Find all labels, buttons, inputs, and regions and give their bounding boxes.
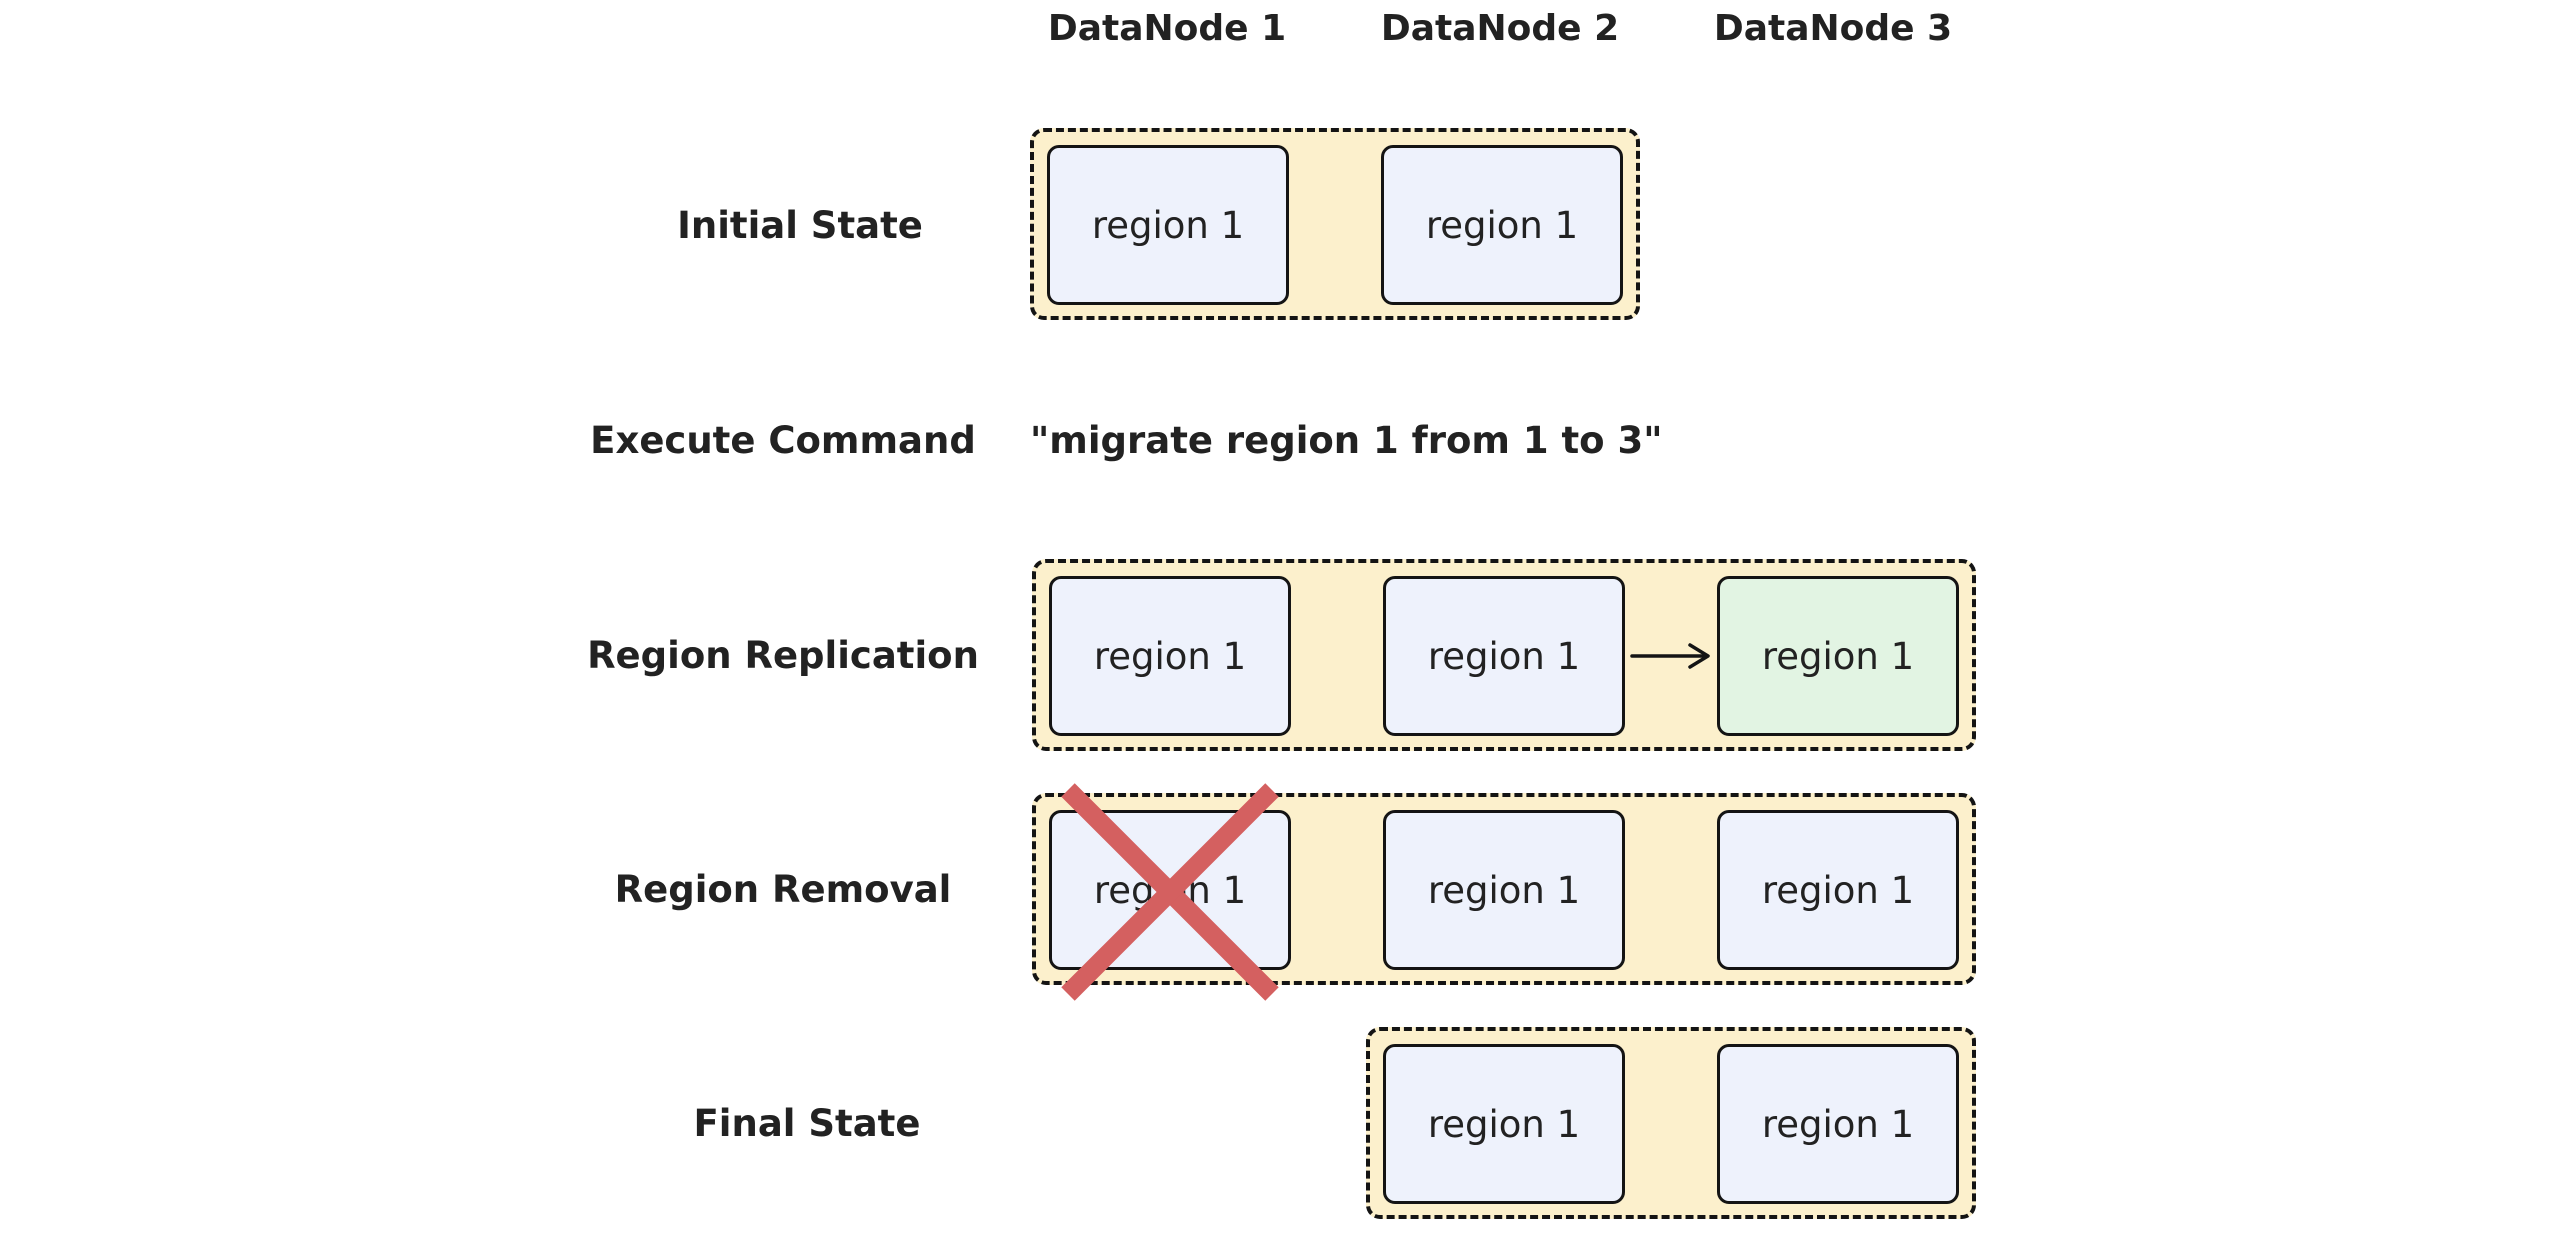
region-box-replication-datanode-3-new: region 1 <box>1717 576 1959 736</box>
command-text: "migrate region 1 from 1 to 3" <box>1030 418 1663 462</box>
region-box-replication-datanode-2: region 1 <box>1383 576 1625 736</box>
column-header-datanode-3: DataNode 3 <box>1713 7 1953 49</box>
region-box-removal-datanode-2: region 1 <box>1383 810 1625 970</box>
column-header-datanode-1: DataNode 1 <box>1047 7 1287 49</box>
region-box-removal-datanode-3: region 1 <box>1717 810 1959 970</box>
row-label-initial-state: Initial State <box>677 203 923 247</box>
region-box-initial-datanode-1: region 1 <box>1047 145 1289 305</box>
row-label-execute-command: Execute Command <box>590 418 976 462</box>
region-box-removal-datanode-1: region 1 <box>1049 810 1291 970</box>
column-header-datanode-2: DataNode 2 <box>1380 7 1620 49</box>
row-label-region-removal: Region Removal <box>614 867 952 911</box>
region-box-final-datanode-2: region 1 <box>1383 1044 1625 1204</box>
region-box-replication-datanode-1: region 1 <box>1049 576 1291 736</box>
region-box-final-datanode-3: region 1 <box>1717 1044 1959 1204</box>
region-box-initial-datanode-2: region 1 <box>1381 145 1623 305</box>
row-label-final-state: Final State <box>693 1101 921 1145</box>
row-label-region-replication: Region Replication <box>587 633 979 677</box>
